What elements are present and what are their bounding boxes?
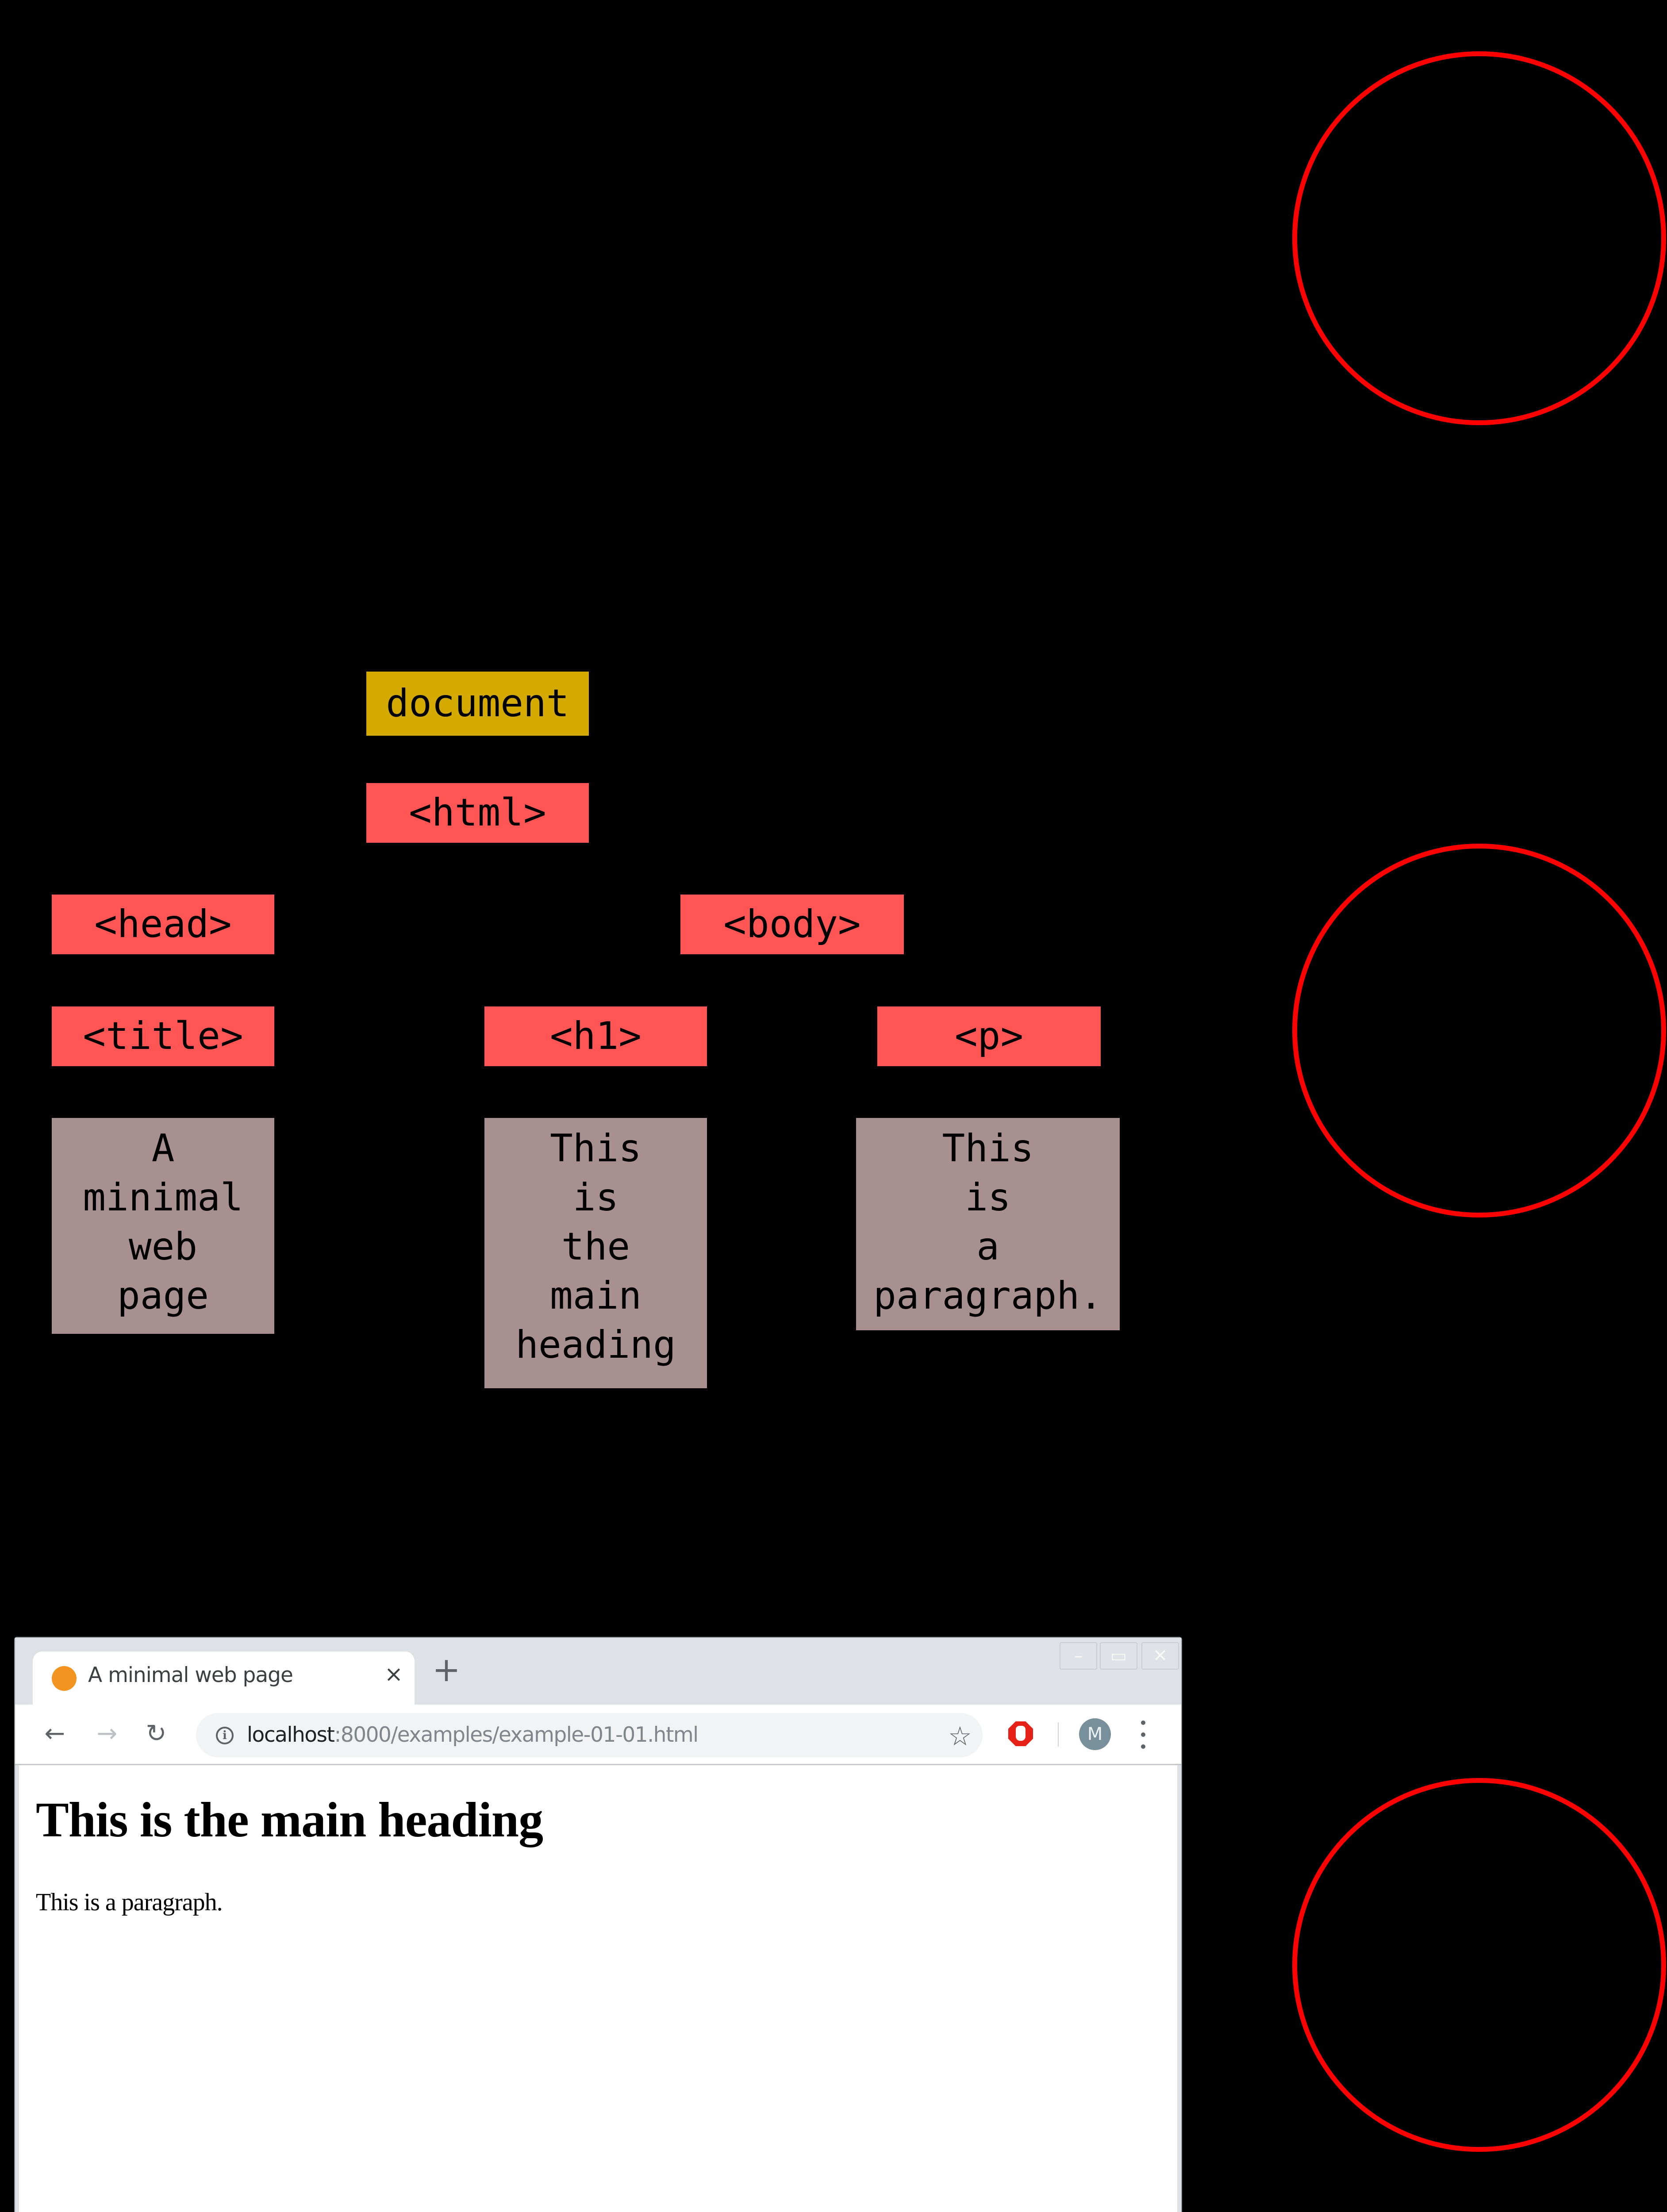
favicon-icon (52, 1666, 77, 1691)
adblock-extension-icon[interactable] (1008, 1721, 1033, 1746)
tree-text-p: This is a paragraph. (856, 1118, 1120, 1330)
forward-button[interactable]: → (96, 1719, 118, 1748)
tree-text-h1: This is the main heading (484, 1118, 707, 1388)
tree-node-h1: <h1> (484, 1006, 707, 1066)
tree-node-html: <html> (366, 783, 589, 843)
tree-node-p: <p> (877, 1006, 1101, 1066)
tree-text-title: A minimal web page (52, 1118, 274, 1334)
url-path: :8000/examples/example-01-01.html (334, 1723, 699, 1747)
tree-node-document: document (366, 672, 589, 736)
window-close-button[interactable]: ✕ (1141, 1642, 1179, 1670)
annotation-circle-top (1292, 51, 1666, 425)
kebab-menu-icon[interactable] (1139, 1720, 1148, 1749)
tree-node-body: <body> (680, 895, 904, 954)
profile-avatar[interactable]: M (1079, 1718, 1111, 1750)
annotation-circle-middle (1292, 844, 1666, 1217)
tree-node-head: <head> (52, 895, 274, 954)
tab-strip: A minimal web page × + – ▭ ✕ (15, 1638, 1181, 1705)
tab-active[interactable]: A minimal web page × (33, 1651, 415, 1705)
info-icon[interactable]: i (216, 1727, 234, 1744)
url-host: localhost (247, 1723, 335, 1747)
url-text[interactable]: localhost:8000/examples/example-01-01.ht… (247, 1723, 699, 1747)
browser-window: A minimal web page × + – ▭ ✕ ← → ↻ i loc… (14, 1637, 1182, 2212)
hand-icon (1016, 1726, 1026, 1741)
minimize-button[interactable]: – (1060, 1642, 1097, 1670)
tab-close-icon[interactable]: × (384, 1661, 403, 1687)
address-bar[interactable]: i localhost:8000/examples/example-01-01.… (196, 1713, 983, 1757)
new-tab-button[interactable]: + (432, 1650, 461, 1689)
back-button[interactable]: ← (44, 1719, 65, 1748)
tree-node-title: <title> (52, 1006, 274, 1066)
page-viewport: This is the main heading This is a parag… (19, 1765, 1177, 2212)
toolbar-divider (1058, 1722, 1059, 1747)
annotation-circle-bottom (1292, 1778, 1666, 2152)
reload-button[interactable]: ↻ (146, 1719, 167, 1748)
bookmark-star-icon[interactable]: ☆ (948, 1721, 972, 1752)
page-heading: This is the main heading (36, 1793, 543, 1847)
page-paragraph: This is a paragraph. (36, 1889, 223, 1916)
tab-title: A minimal web page (88, 1663, 293, 1687)
maximize-button[interactable]: ▭ (1100, 1642, 1137, 1670)
browser-toolbar: ← → ↻ i localhost:8000/examples/example-… (15, 1705, 1181, 1765)
